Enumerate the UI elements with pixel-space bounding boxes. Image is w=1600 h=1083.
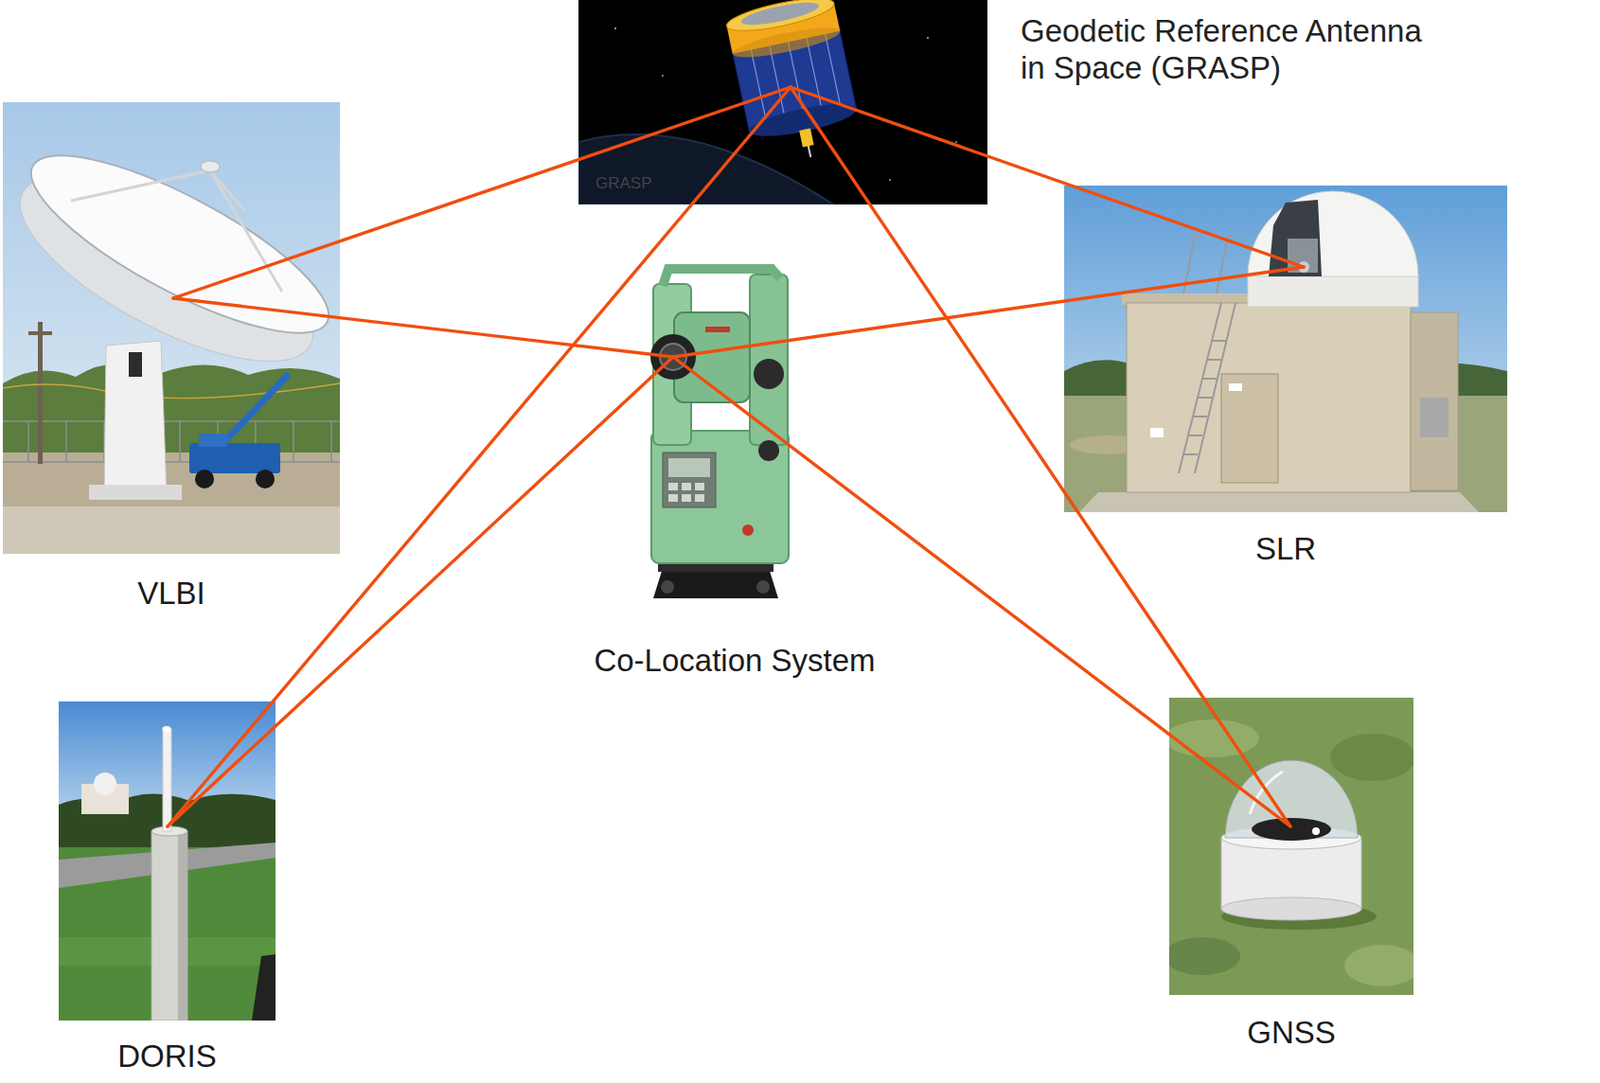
slr-photo: [1420, 397, 1449, 438]
total-station-image: [662, 268, 781, 286]
slr-photo: [1247, 274, 1419, 307]
instrument-label: VLBI: [2, 575, 340, 613]
slr-photo: [1150, 427, 1164, 438]
instrument-node: DORIS: [58, 701, 276, 1079]
slr-photo: [1079, 492, 1479, 513]
total-station-image: [668, 494, 678, 502]
sight-line: [790, 87, 1291, 827]
sight-line: [673, 356, 1291, 827]
gnss-photo: [1344, 944, 1414, 987]
total-station-image: [668, 458, 711, 478]
sight-line: [173, 298, 674, 357]
slr-photo: [1228, 383, 1243, 392]
grasp-satellite-image: [724, 0, 836, 37]
sight-line: [167, 87, 791, 827]
satellite-node: Geodetic Reference Antenna in Space (GRA…: [578, 0, 988, 205]
gnss-photo: [1169, 937, 1241, 976]
total-station-image: [694, 494, 705, 502]
slr-photo: [1221, 373, 1279, 483]
sight-line: [790, 87, 1304, 267]
vlbi-photo: [128, 352, 143, 377]
doris-photo: [177, 831, 188, 1021]
total-station-image: [668, 482, 678, 491]
grasp-satellite-image: [724, 0, 865, 169]
vlbi-photo: [255, 469, 275, 489]
grasp-satellite-image: [614, 27, 617, 30]
grasp-satellite-image: [799, 127, 814, 147]
slr-photo: [1126, 302, 1411, 493]
total-station-image: [653, 568, 779, 599]
image-caption: GRASP: [595, 174, 710, 194]
vlbi-photo: [2, 452, 340, 554]
total-station-image: [742, 524, 754, 536]
doris-photo: [162, 728, 172, 832]
slr-photo: [1064, 185, 1508, 513]
vlbi-photo: [2, 506, 340, 554]
total-station-image: [662, 452, 716, 508]
vlbi-photo: [2, 363, 340, 457]
gnss-photo: [1312, 827, 1320, 836]
vlbi-photo: [195, 469, 214, 489]
vlbi-photo: [2, 421, 340, 463]
instrument-label: Co-Location System: [530, 642, 940, 680]
slr-photo: [1183, 236, 1234, 294]
satellite-title: Geodetic Reference Antenna in Space (GRA…: [1020, 13, 1442, 88]
instrument-label: GNSS: [1169, 1014, 1414, 1052]
slr-photo: [1247, 191, 1419, 277]
instrument-node: SLR: [1064, 185, 1508, 574]
total-station-image: [756, 580, 770, 594]
instrument-node: VLBI: [2, 102, 340, 619]
grasp-satellite-image: [888, 178, 891, 181]
gnss-photo: [1251, 817, 1332, 841]
total-station-image: [650, 268, 789, 599]
total-station-image: [681, 494, 692, 502]
vlbi-photo: [37, 321, 43, 464]
total-station-image: [660, 580, 675, 594]
vlbi-photo: [189, 443, 281, 474]
doris-photo: [93, 772, 117, 796]
total-station-image: [758, 440, 780, 462]
sight-line: [173, 87, 791, 299]
instrument-label: DORIS: [58, 1038, 276, 1076]
doris-photo: [151, 831, 188, 1021]
vlbi-photo: [88, 484, 182, 500]
vlbi-photo: [198, 433, 228, 447]
total-station-image: [694, 482, 705, 491]
vlbi-photo: [104, 340, 167, 495]
grasp-satellite-image: [955, 141, 958, 143]
doris-photo: [58, 701, 276, 1021]
instrument-node: GNSS: [1169, 697, 1414, 1052]
slr-photo: [1064, 185, 1508, 513]
doris-photo: [162, 726, 172, 732]
vlbi-photo: [219, 373, 289, 447]
gnss-photo: [1169, 719, 1260, 758]
vlbi-photo: [200, 160, 220, 173]
grasp-satellite-image: [578, 0, 988, 205]
slr-photo: [1410, 312, 1458, 491]
grasp-satellite-image: [578, 0, 988, 205]
instrument-label: SLR: [1064, 531, 1508, 569]
vlbi-photo: [2, 383, 340, 399]
grasp-satellite-image: [926, 36, 929, 39]
gnss-photo: [1169, 697, 1414, 996]
grasp-satellite-image: [739, 0, 820, 30]
total-station-image: [651, 430, 789, 564]
total-station-image: [705, 326, 730, 333]
doris-photo: [251, 954, 276, 1021]
instrument-node: Co-Location System: [530, 266, 940, 684]
total-station-image: [681, 482, 692, 491]
grasp-satellite-image: [661, 74, 664, 77]
gnss-photo: [1221, 897, 1362, 921]
vlbi-photo: [28, 331, 53, 336]
sight-line: [673, 266, 1304, 357]
slr-photo: [1178, 302, 1236, 474]
sight-line: [167, 356, 674, 827]
gnss-photo: [1330, 733, 1414, 782]
vlbi-photo: [10, 124, 340, 365]
vlbi-photo: [2, 102, 340, 554]
total-station-image: [753, 358, 784, 390]
